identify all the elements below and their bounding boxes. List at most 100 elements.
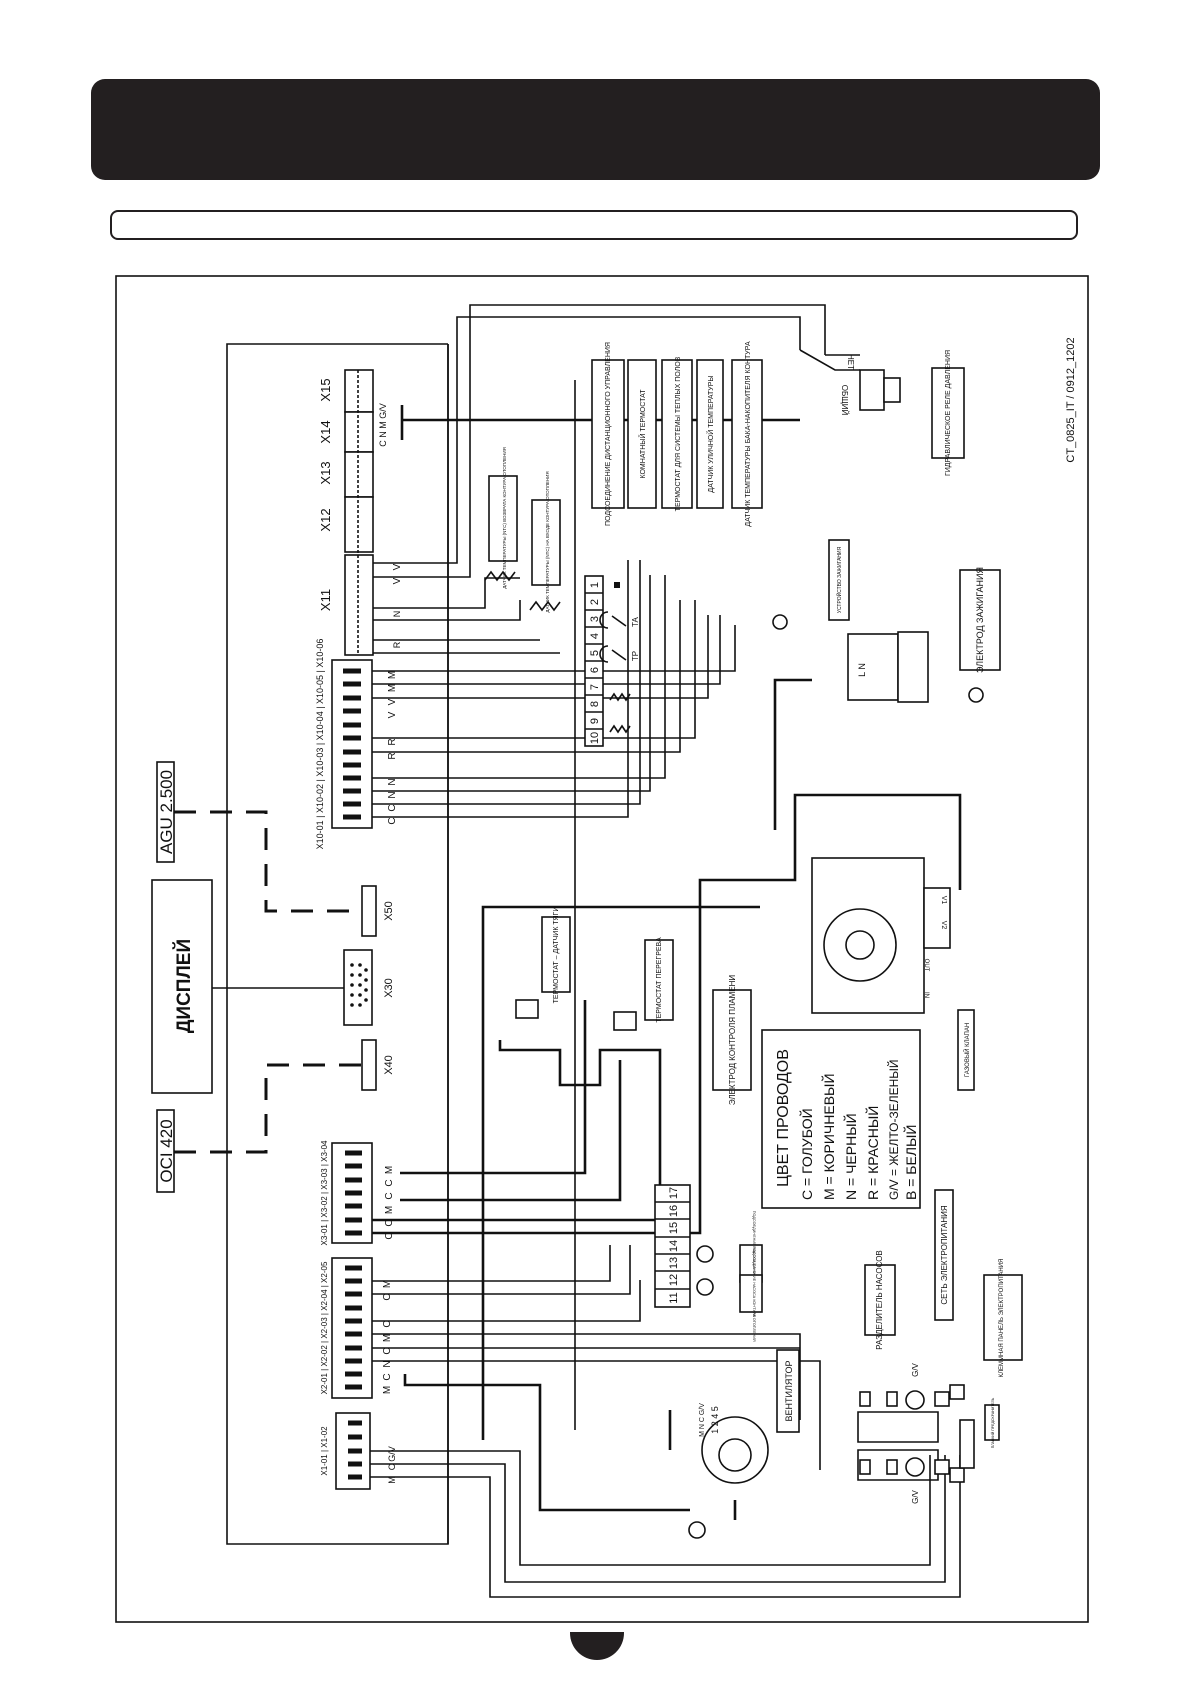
x10-connector <box>331 659 373 829</box>
gas-valve-box <box>957 1009 975 1091</box>
ignition-device-box <box>828 539 850 621</box>
x10-wire-label: R <box>387 752 398 759</box>
terminal-5: 5 <box>589 650 601 656</box>
remote-box <box>591 359 625 509</box>
terminal-6: 6 <box>589 667 601 673</box>
subtitle-box <box>110 210 1078 240</box>
room-thermostat-box <box>627 359 657 509</box>
terminal-13: 13 <box>668 1257 680 1269</box>
ground-icon <box>688 1521 706 1539</box>
overheat-thermostat-box <box>644 939 674 1021</box>
legend-item: R = КРАСНЫЙ <box>864 1106 881 1200</box>
oci-link <box>174 1063 362 1154</box>
ground-icon <box>772 614 788 630</box>
display-label: ДИСПЛЕЙ <box>173 939 195 1033</box>
floor-thermostat-switch-icon <box>599 645 627 663</box>
x10-wire-label: N <box>387 791 398 798</box>
x30-label: X30 <box>383 978 395 998</box>
tank-sensor-label: ДАТЧИК ТЕМПЕРАТУРЫ БАКА-НАКОПИТЕЛЯ КОНТУ… <box>745 341 752 527</box>
remote-plug-icon <box>614 582 620 588</box>
x3-wire-label: C <box>384 1179 395 1186</box>
terminal-11: 11 <box>668 1292 680 1303</box>
dhw-pump-icon <box>696 1245 714 1263</box>
x2-wire-label: M <box>382 1386 393 1394</box>
x1-wire-label: G/V <box>387 1446 397 1462</box>
oci-label: OCI 420 <box>157 1119 176 1182</box>
ntc-return-label: ДАТЧИК ТЕМПЕРАТУРЫ (NTC) ВОЗВРАТА КОНТУР… <box>502 447 507 589</box>
x11-wire-v1: V <box>392 563 403 570</box>
room-thermostat-label: КОМНАТНЫЙ ТЕРМОСТАТ <box>638 389 647 479</box>
ntc-flow-resistor-icon <box>529 600 561 612</box>
x10-wire-label: C <box>387 817 398 824</box>
heating-pump-icon <box>696 1278 714 1296</box>
x1-pins <box>348 1420 362 1480</box>
x3-wire-label: C <box>384 1232 395 1239</box>
x10-wire-label: V <box>387 698 398 705</box>
terminal-strip <box>857 1384 975 1483</box>
x10-wire-label: C <box>387 804 398 811</box>
ignition-unit <box>847 633 899 701</box>
x3-pins <box>345 1150 362 1236</box>
x3-wire-label: C <box>384 1192 395 1199</box>
tank-sensor-box <box>731 359 763 509</box>
x10-wire-label: M <box>387 684 398 692</box>
ntc-return-box <box>488 475 518 562</box>
x14-label: X14 <box>318 420 333 443</box>
gas-valve-in: IN <box>923 992 929 998</box>
terminal-15: 15 <box>668 1222 680 1234</box>
x2-header: X2-01 | X2-02 | X2-03 | X2-04 | X2-05 <box>320 1261 329 1394</box>
outdoor-sensor-resistor-icon <box>609 692 631 702</box>
x10-wire-label: N <box>387 778 398 785</box>
x50-connector <box>361 885 377 937</box>
x1-wire-label: C <box>387 1463 397 1470</box>
remote-label: ПОДСОЕДИНЕНИЕ ДИСТАНЦИОННОГО УПРАВЛЕНИЯ <box>605 342 612 526</box>
pump-splitter-box <box>864 1264 896 1336</box>
x1-wire-label: M <box>387 1476 397 1484</box>
ntc-flow-box <box>531 499 561 586</box>
ta-label: TA <box>631 617 640 627</box>
fan-pins: 1 2 4 5 <box>710 1406 720 1434</box>
gas-valve <box>811 857 951 1014</box>
terminal-block-b <box>654 1184 691 1308</box>
x11-wire-v2: V <box>392 577 403 584</box>
ground-icon <box>968 687 984 703</box>
x10-wire-label: R <box>387 738 398 745</box>
x11-wire-r: R <box>392 641 402 648</box>
room-thermostat-switch-icon <box>599 611 627 629</box>
x40-connector <box>361 1039 377 1091</box>
x3-header: X3-01 | X3-02 | X3-03 | X3-04 <box>320 1140 329 1246</box>
terminal-12: 12 <box>668 1274 680 1286</box>
gas-valve-v1: V1 <box>940 896 947 905</box>
relay-no-label: НЕТ <box>846 354 855 370</box>
x1-header: X1-01 | X1-02 <box>320 1426 329 1476</box>
drawing-code: CT_0825_IT / 0912_1202 <box>1065 337 1077 462</box>
pressure-relay-body <box>859 369 885 411</box>
x2-wire-label: M <box>382 1334 393 1342</box>
pressure-relay-box <box>931 367 965 459</box>
ignition-ln-label: L N <box>857 663 867 677</box>
flame-electrode-label: ЭЛЕКТРОД КОНТРОЛЯ ПЛАМЕНИ <box>728 975 737 1106</box>
fan-wires: M N C G/V <box>699 1403 706 1437</box>
ntc-flow-label: ДАТЧИК ТЕМПЕРАТУРЫ (NTC) НА ВХОДЕ КОНТУР… <box>545 471 550 612</box>
power-gv-label: G/V <box>911 1362 920 1376</box>
legend-item: M = КОРИЧНЕВЫЙ <box>820 1073 837 1200</box>
outdoor-sensor-box <box>696 359 724 509</box>
fan-label: ВЕНТИЛЯТОР <box>784 1361 794 1422</box>
x30-connector <box>343 949 373 1026</box>
x10-header: X10-01 | X10-02 | X10-03 | X10-04 | X10-… <box>315 639 325 850</box>
terminal-panel-label: КЛЕММНАЯ ПАНЕЛЬ ЭЛЕКТРОПИТАНИЯ <box>999 1259 1005 1378</box>
x1-wires <box>370 1450 961 1598</box>
terminal-3: 3 <box>589 616 601 622</box>
overheat-thermostat-icon <box>613 1011 637 1031</box>
flame-electrode-box <box>712 989 752 1091</box>
dhw-pump-label: ПОДСОЕДИНЕНИЕ НАСОСА САНИТАРНОГО ОТОПЛЕН… <box>752 1211 756 1318</box>
draft-thermostat-label: ТЕРМОСТАТ – ДАТЧИК ТЯГИ <box>553 907 560 1004</box>
fuse-label: ПЛАВКИЙ ПРЕДОХРАНИТЕЛЬ <box>991 1397 995 1448</box>
x3-connector <box>331 1142 373 1244</box>
terminal-2: 2 <box>589 599 601 605</box>
draft-thermostat-box <box>541 916 571 993</box>
terminal-14: 14 <box>668 1240 680 1252</box>
x3-wires <box>372 1000 702 1235</box>
gas-valve-v2: V2 <box>940 921 947 930</box>
